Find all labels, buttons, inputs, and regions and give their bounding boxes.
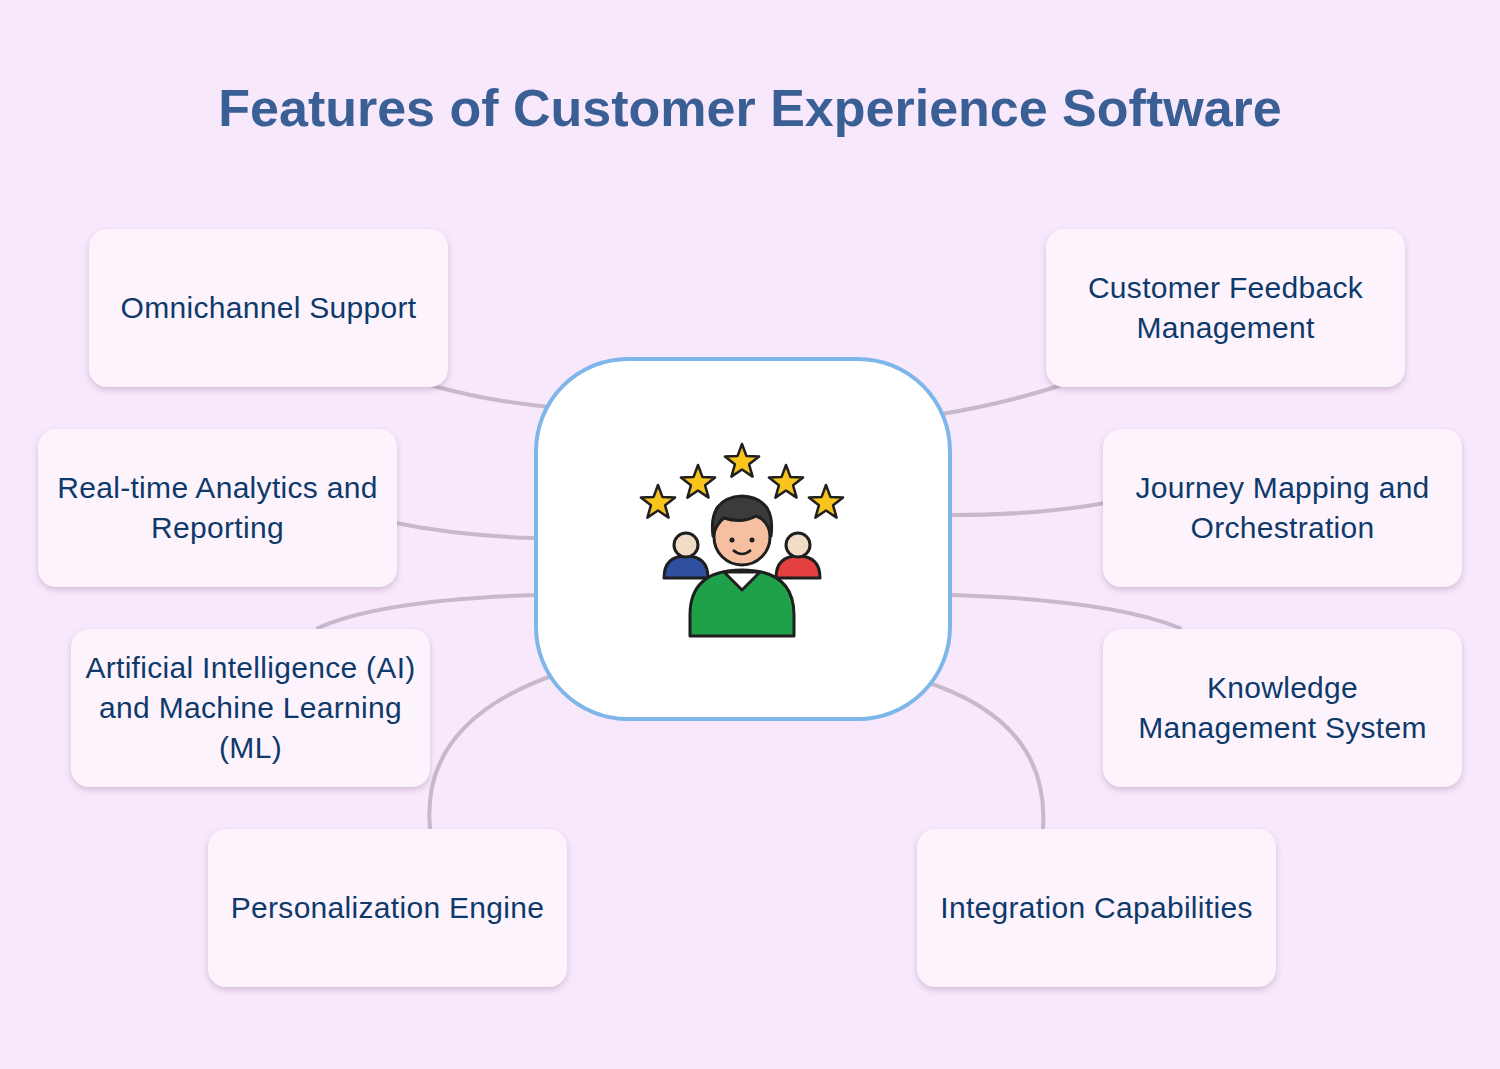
feature-label: Artificial Intelligence (AI) and Machine… bbox=[85, 648, 416, 768]
feature-label: Customer Feedback Management bbox=[1060, 268, 1391, 348]
feature-label: Integration Capabilities bbox=[940, 888, 1252, 928]
hub-box bbox=[536, 359, 950, 719]
feature-box: Real-time Analytics and Reporting bbox=[38, 429, 397, 587]
feature-label: Knowledge Management System bbox=[1117, 668, 1448, 748]
feature-box: Customer Feedback Management bbox=[1046, 229, 1405, 387]
feature-label: Omnichannel Support bbox=[121, 288, 417, 328]
feature-label: Real-time Analytics and Reporting bbox=[52, 468, 383, 548]
customer-icon bbox=[641, 444, 843, 636]
feature-label: Personalization Engine bbox=[231, 888, 544, 928]
feature-box: Integration Capabilities bbox=[917, 829, 1276, 987]
feature-box: Personalization Engine bbox=[208, 829, 567, 987]
feature-box: Omnichannel Support bbox=[89, 229, 448, 387]
feature-box: Knowledge Management System bbox=[1103, 629, 1462, 787]
diagram-title: Features of Customer Experience Software bbox=[0, 78, 1500, 138]
feature-box: Artificial Intelligence (AI) and Machine… bbox=[71, 629, 430, 787]
feature-label: Journey Mapping and Orchestration bbox=[1117, 468, 1448, 548]
feature-box: Journey Mapping and Orchestration bbox=[1103, 429, 1462, 587]
